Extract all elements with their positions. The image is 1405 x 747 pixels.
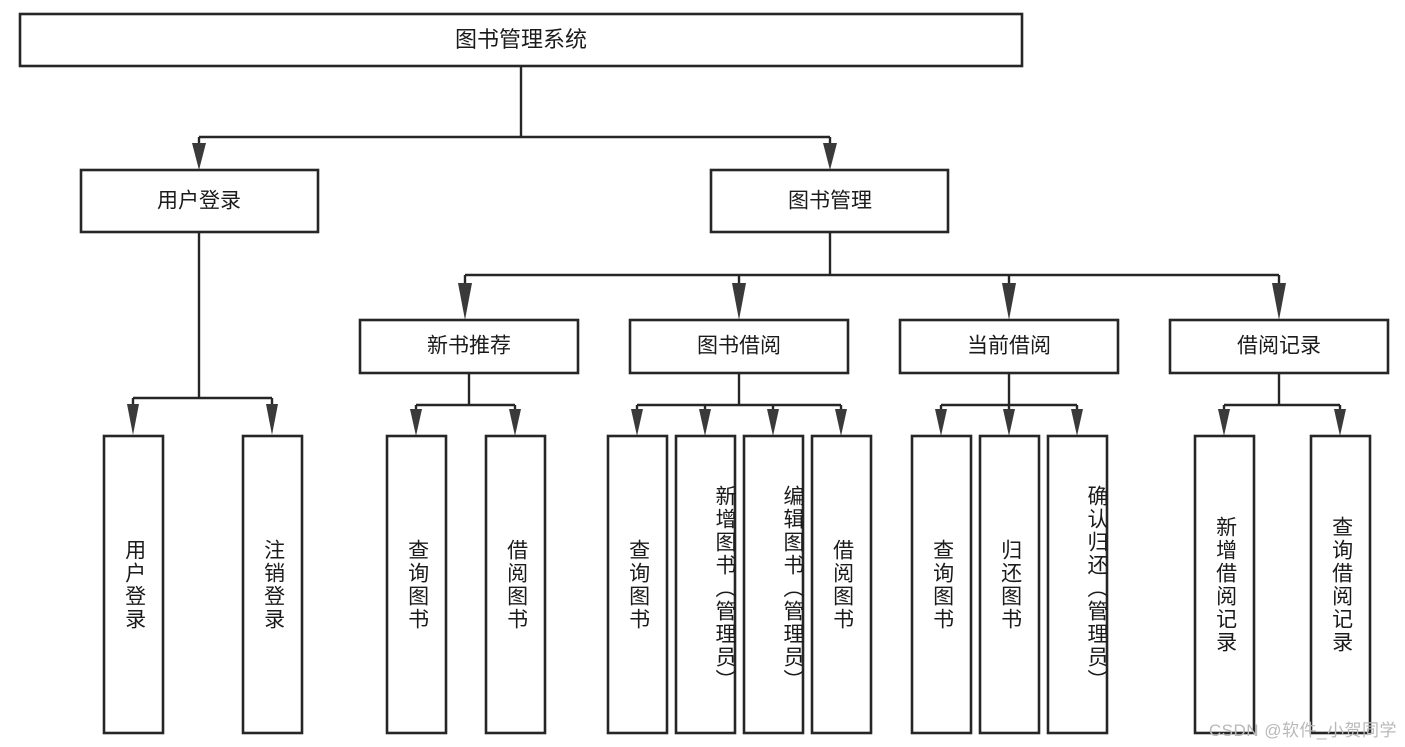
leaf-box-add-record[interactable] xyxy=(1193,434,1256,735)
leaf-box-add-book[interactable] xyxy=(674,434,737,735)
leaf-box-query-book-1[interactable] xyxy=(385,434,448,735)
node-new-book-recommend-label: 新书推荐 xyxy=(427,335,511,358)
arrow-head-icon xyxy=(1003,409,1015,436)
node-book-manage[interactable]: 图书管理 xyxy=(709,168,950,234)
leaf-box-user-logout[interactable] xyxy=(241,434,304,735)
leaf-box-borrow-book-2[interactable] xyxy=(810,434,873,735)
node-current-borrow-box[interactable] xyxy=(898,318,1120,375)
node-book-manage-label: 图书管理 xyxy=(788,190,872,213)
node-book-manage-box[interactable] xyxy=(709,168,950,234)
arrow-head-icon xyxy=(1218,409,1230,436)
csdn-watermark: CSDN @软件_小贺同学 xyxy=(1208,721,1397,740)
leaf-box-edit-book[interactable] xyxy=(742,434,805,735)
arrow-head-icon xyxy=(699,409,711,436)
connector-currentborrow-to-leaves xyxy=(935,373,1083,436)
node-book-borrow-label: 图书借阅 xyxy=(697,335,781,358)
node-borrow-record-box[interactable] xyxy=(1168,318,1390,375)
node-book-borrow-box[interactable] xyxy=(628,318,850,375)
node-borrow-record-label: 借阅记录 xyxy=(1237,335,1321,358)
arrow-head-icon xyxy=(410,409,422,436)
connector-userlogin-to-leaves xyxy=(127,232,278,435)
node-current-borrow[interactable]: 当前借阅 xyxy=(898,318,1120,375)
connector-borrowrecord-to-leaves xyxy=(1218,373,1346,436)
arrow-head-icon xyxy=(767,409,779,436)
connector-root-to-level2 xyxy=(192,66,837,170)
node-user-login-box[interactable] xyxy=(79,168,320,234)
node-borrow-record[interactable]: 借阅记录 xyxy=(1168,318,1390,375)
node-current-borrow-label: 当前借阅 xyxy=(967,335,1051,358)
leaf-box-query-book-2[interactable] xyxy=(606,434,669,735)
node-new-book-recommend-box[interactable] xyxy=(358,318,580,375)
arrow-head-icon xyxy=(192,143,206,170)
node-root[interactable]: 图书管理系统 xyxy=(18,12,1024,68)
node-root-box[interactable] xyxy=(18,12,1024,68)
leaf-box-borrow-book-1[interactable] xyxy=(484,434,547,735)
node-user-login[interactable]: 用户登录 xyxy=(79,168,320,234)
leaf-box-confirm-return[interactable] xyxy=(1046,434,1109,735)
node-book-borrow[interactable]: 图书借阅 xyxy=(628,318,850,375)
leaf-box-return-book[interactable] xyxy=(978,434,1041,735)
leaf-boxes xyxy=(102,434,1372,735)
arrow-head-icon xyxy=(127,404,139,435)
node-root-label: 图书管理系统 xyxy=(455,27,587,52)
connector-newbook-to-leaves xyxy=(410,373,521,436)
leaf-box-user-login[interactable] xyxy=(102,434,165,735)
leaf-box-query-record[interactable] xyxy=(1309,434,1372,735)
arrow-head-icon xyxy=(1071,409,1083,436)
arrow-head-icon xyxy=(266,404,278,435)
arrow-head-icon xyxy=(1272,283,1286,320)
arrow-head-icon xyxy=(631,409,643,436)
arrow-head-icon xyxy=(835,409,847,436)
connector-bookborrow-to-leaves xyxy=(631,373,847,436)
node-new-book-recommend[interactable]: 新书推荐 xyxy=(358,318,580,375)
leaf-box-query-book-3[interactable] xyxy=(910,434,973,735)
arrow-head-icon xyxy=(1334,409,1346,436)
node-user-login-label: 用户登录 xyxy=(157,190,241,213)
arrow-head-icon xyxy=(509,409,521,436)
arrow-head-icon xyxy=(458,283,472,320)
arrow-head-icon xyxy=(732,283,746,320)
arrow-head-icon xyxy=(1002,283,1016,320)
arrow-head-icon xyxy=(935,409,947,436)
arrow-head-icon xyxy=(823,143,837,170)
connector-bookmanage-to-level3 xyxy=(458,232,1286,320)
